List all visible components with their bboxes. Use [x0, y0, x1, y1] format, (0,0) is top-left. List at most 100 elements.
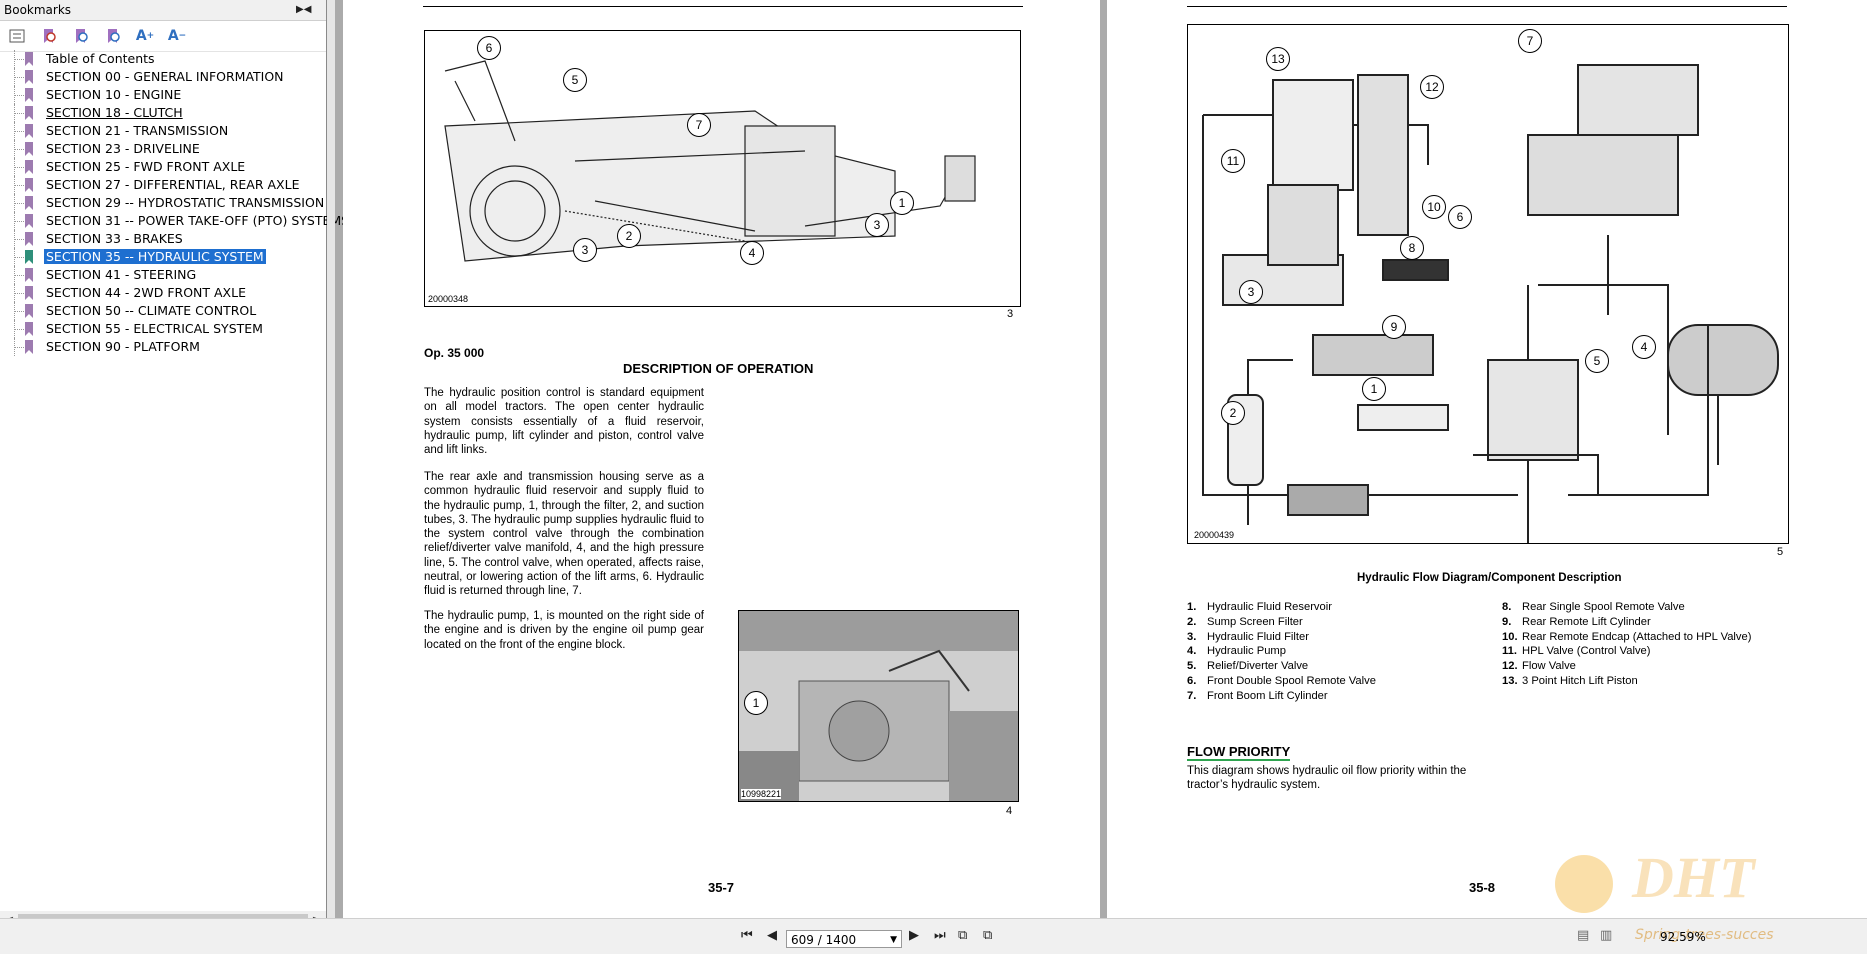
component-item: 9. Rear Remote Lift Cylinder	[1502, 615, 1832, 630]
bookmark-item[interactable]: SECTION 18 - CLUTCH	[0, 104, 326, 122]
navigation-toolbar: ⏮ ◀ ▶ ⏭ ⧉ ⧉ ▤ ▥ Spring-trees-succes	[0, 918, 1867, 954]
page-number: 35-7	[708, 880, 735, 895]
bookmark-label: SECTION 33 - BRAKES	[46, 231, 183, 246]
component-item: 1.Hydraulic Fluid Reservoir	[1187, 600, 1487, 615]
bookmark-item[interactable]: SECTION 27 - DIFFERENTIAL, REAR AXLE	[0, 176, 326, 194]
callout-label: 13	[1266, 47, 1290, 71]
increase-font-icon[interactable]: A+	[135, 28, 155, 44]
component-item: 6.Front Double Spool Remote Valve	[1187, 674, 1487, 689]
bookmark-item[interactable]: SECTION 55 - ELECTRICAL SYSTEM	[0, 320, 326, 338]
panel-splitter[interactable]	[327, 0, 335, 953]
bookmark-label: SECTION 21 - TRANSMISSION	[46, 123, 229, 138]
callout-label: 6	[477, 36, 501, 60]
bookmark-icon	[25, 70, 33, 84]
bookmark-item[interactable]: SECTION 25 - FWD FRONT AXLE	[0, 158, 326, 176]
expand-bookmark-icon[interactable]	[40, 27, 58, 45]
previous-view-icon[interactable]: ⧉	[958, 928, 968, 943]
bookmark-item[interactable]: SECTION 50 -- CLIMATE CONTROL	[0, 302, 326, 320]
component-number: 7.	[1187, 689, 1197, 702]
find-bookmark-icon[interactable]	[104, 27, 122, 45]
component-item: 11. HPL Valve (Control Valve)	[1502, 644, 1832, 659]
decrease-font-icon[interactable]: A−	[167, 28, 187, 44]
zoom-level[interactable]: 92.59%	[1660, 930, 1706, 944]
bookmark-icon	[25, 52, 33, 66]
last-page-icon[interactable]: ⏭	[934, 928, 946, 943]
component-item: 3.Hydraulic Fluid Filter	[1187, 630, 1487, 645]
callout-label: 8	[1400, 236, 1424, 260]
bookmark-label: SECTION 35 -- HYDRAULIC SYSTEM	[44, 249, 266, 264]
component-label: Sump Screen Filter	[1207, 615, 1303, 628]
options-icon[interactable]	[8, 27, 26, 45]
bookmark-item[interactable]: SECTION 00 - GENERAL INFORMATION	[0, 68, 326, 86]
figure-number: 5	[1777, 546, 1784, 558]
watermark-logo	[1555, 855, 1613, 913]
bookmark-icon	[25, 88, 33, 102]
callout-label: 9	[1382, 315, 1406, 339]
bookmark-icon	[25, 124, 33, 138]
bookmark-item[interactable]: SECTION 31 -- POWER TAKE-OFF (PTO) SYSTE…	[0, 212, 349, 230]
component-label: Front Boom Lift Cylinder	[1207, 689, 1328, 702]
collapse-bookmark-icon[interactable]	[72, 27, 90, 45]
panel-collapse-icon[interactable]: ▶◀	[296, 4, 312, 15]
figure-caption: Hydraulic Flow Diagram/Component Descrip…	[1357, 572, 1622, 584]
component-number: 5.	[1187, 660, 1197, 673]
component-item: 2.Sump Screen Filter	[1187, 615, 1487, 630]
bookmark-item[interactable]: Table of Contents	[0, 50, 326, 68]
bookmark-item[interactable]: SECTION 35 -- HYDRAULIC SYSTEM	[0, 248, 326, 266]
bookmark-item[interactable]: SECTION 10 - ENGINE	[0, 86, 326, 104]
watermark-subtext: Spring-trees-succes	[1635, 927, 1774, 943]
bookmark-icon	[25, 142, 33, 156]
callout-label: 5	[1585, 349, 1609, 373]
chevron-down-icon[interactable]: ▼	[890, 935, 897, 945]
bookmark-label: SECTION 00 - GENERAL INFORMATION	[46, 69, 284, 84]
page-number-input[interactable]: 609 / 1400 ▼	[786, 930, 902, 948]
callout-label: 3	[1239, 280, 1263, 304]
bookmark-item[interactable]: SECTION 29 -- HYDROSTATIC TRANSMISSION	[0, 194, 326, 212]
bookmark-label: SECTION 23 - DRIVELINE	[46, 141, 200, 156]
figure-id: 20000348	[428, 294, 469, 304]
single-page-icon[interactable]: ▤	[1577, 928, 1590, 943]
bookmark-label: Table of Contents	[46, 51, 155, 66]
bookmark-item[interactable]: SECTION 90 - PLATFORM	[0, 338, 326, 356]
next-view-icon[interactable]: ⧉	[983, 928, 993, 943]
bookmark-label: SECTION 18 - CLUTCH	[46, 105, 183, 120]
component-number: 11.	[1502, 645, 1517, 658]
callout-label: 4	[1632, 335, 1656, 359]
bookmark-item[interactable]: SECTION 23 - DRIVELINE	[0, 140, 326, 158]
callout-label: 7	[1518, 29, 1542, 53]
page-number: 35-8	[1469, 880, 1496, 895]
component-label: HPL Valve (Control Valve)	[1522, 645, 1651, 658]
two-page-icon[interactable]: ▥	[1600, 928, 1613, 943]
bookmark-item[interactable]: SECTION 33 - BRAKES	[0, 230, 326, 248]
watermark-text: DHT	[1632, 845, 1755, 910]
bookmark-label: SECTION 44 - 2WD FRONT AXLE	[46, 285, 246, 300]
bookmark-item[interactable]: SECTION 21 - TRANSMISSION	[0, 122, 326, 140]
component-label: Flow Valve	[1522, 660, 1576, 673]
component-label: Front Double Spool Remote Valve	[1207, 674, 1376, 687]
bookmark-icon	[25, 196, 33, 210]
bookmark-icon	[25, 214, 33, 228]
bookmarks-header: Bookmarks ▶◀	[0, 0, 326, 21]
callout-1: 1	[744, 691, 768, 715]
callout-label: 2	[1221, 401, 1245, 425]
bookmark-label: SECTION 25 - FWD FRONT AXLE	[46, 159, 246, 174]
component-number: 1.	[1187, 601, 1197, 613]
bookmark-item[interactable]: SECTION 44 - 2WD FRONT AXLE	[0, 284, 326, 302]
component-number: 9.	[1502, 615, 1512, 628]
bookmark-label: SECTION 55 - ELECTRICAL SYSTEM	[46, 321, 263, 336]
bookmark-icon	[25, 304, 33, 318]
previous-page-icon[interactable]: ◀	[767, 928, 777, 943]
callout-label: 7	[687, 113, 711, 137]
first-page-icon[interactable]: ⏮	[741, 928, 753, 943]
next-page-icon[interactable]: ▶	[909, 928, 919, 943]
component-number: 8.	[1502, 601, 1512, 613]
component-label: Rear Remote Lift Cylinder	[1522, 615, 1651, 628]
bookmarks-toolbar: A+ A−	[0, 21, 326, 52]
bookmark-item[interactable]: SECTION 41 - STEERING	[0, 266, 326, 284]
component-number: 3.	[1187, 630, 1197, 643]
